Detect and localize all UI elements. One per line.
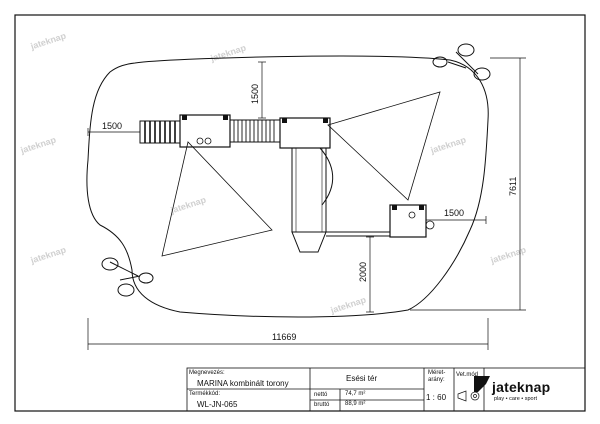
product-code: WL-JN-065 — [197, 400, 238, 409]
bridge — [229, 119, 281, 143]
dimension-right — [425, 216, 487, 224]
straight-slide — [291, 147, 327, 233]
code-label: Termékkód: — [189, 391, 221, 397]
projection-symbol — [457, 390, 480, 402]
spring-rocker-top-right — [432, 43, 491, 81]
net-area-value: 74,7 m² — [345, 391, 366, 397]
fall-zone-triangle-right — [327, 91, 441, 201]
bridge-planks — [233, 120, 275, 142]
scale-label: Méret-arány: — [428, 370, 446, 383]
brand-tagline: play • care • sport — [494, 396, 537, 402]
dim-label-total-height: 7611 — [508, 177, 518, 196]
product-name: MARINA kombinált torony — [197, 379, 289, 388]
gross-area-value: 88,9 m² — [345, 401, 366, 407]
dimension-bottom — [366, 236, 374, 313]
dimension-top — [258, 61, 266, 119]
area-title: Esési tér — [346, 374, 378, 383]
gross-label: bruttó — [314, 402, 330, 408]
dim-label-total-width: 11669 — [272, 332, 296, 342]
dimension-left — [87, 128, 141, 136]
spring-rocker-bottom-left — [101, 257, 154, 297]
dimension-total-height — [410, 57, 526, 311]
central-tower — [279, 117, 331, 149]
brand-logo-icon — [474, 376, 490, 392]
curved-slide — [319, 147, 334, 206]
dimension-total-width — [87, 318, 489, 350]
brand-name: jateknap — [492, 379, 551, 395]
dim-label-left: 1500 — [102, 121, 122, 131]
fall-zone-outline — [86, 55, 489, 318]
name-label: Megnevezés: — [189, 370, 225, 376]
title-block-frame — [186, 367, 586, 412]
scale-value: 1 : 60 — [426, 393, 447, 402]
net-label: nettó — [314, 392, 328, 398]
dim-label-right: 1500 — [444, 208, 464, 218]
left-ladder-rungs — [144, 121, 176, 143]
dim-label-top: 1500 — [250, 84, 260, 104]
fall-zone-triangle-left — [161, 141, 273, 257]
dim-label-bottom: 2000 — [358, 262, 368, 282]
view-mode-label: Vet.mód — [456, 372, 479, 378]
slide-exit — [291, 231, 327, 253]
sheet-border — [14, 14, 586, 412]
